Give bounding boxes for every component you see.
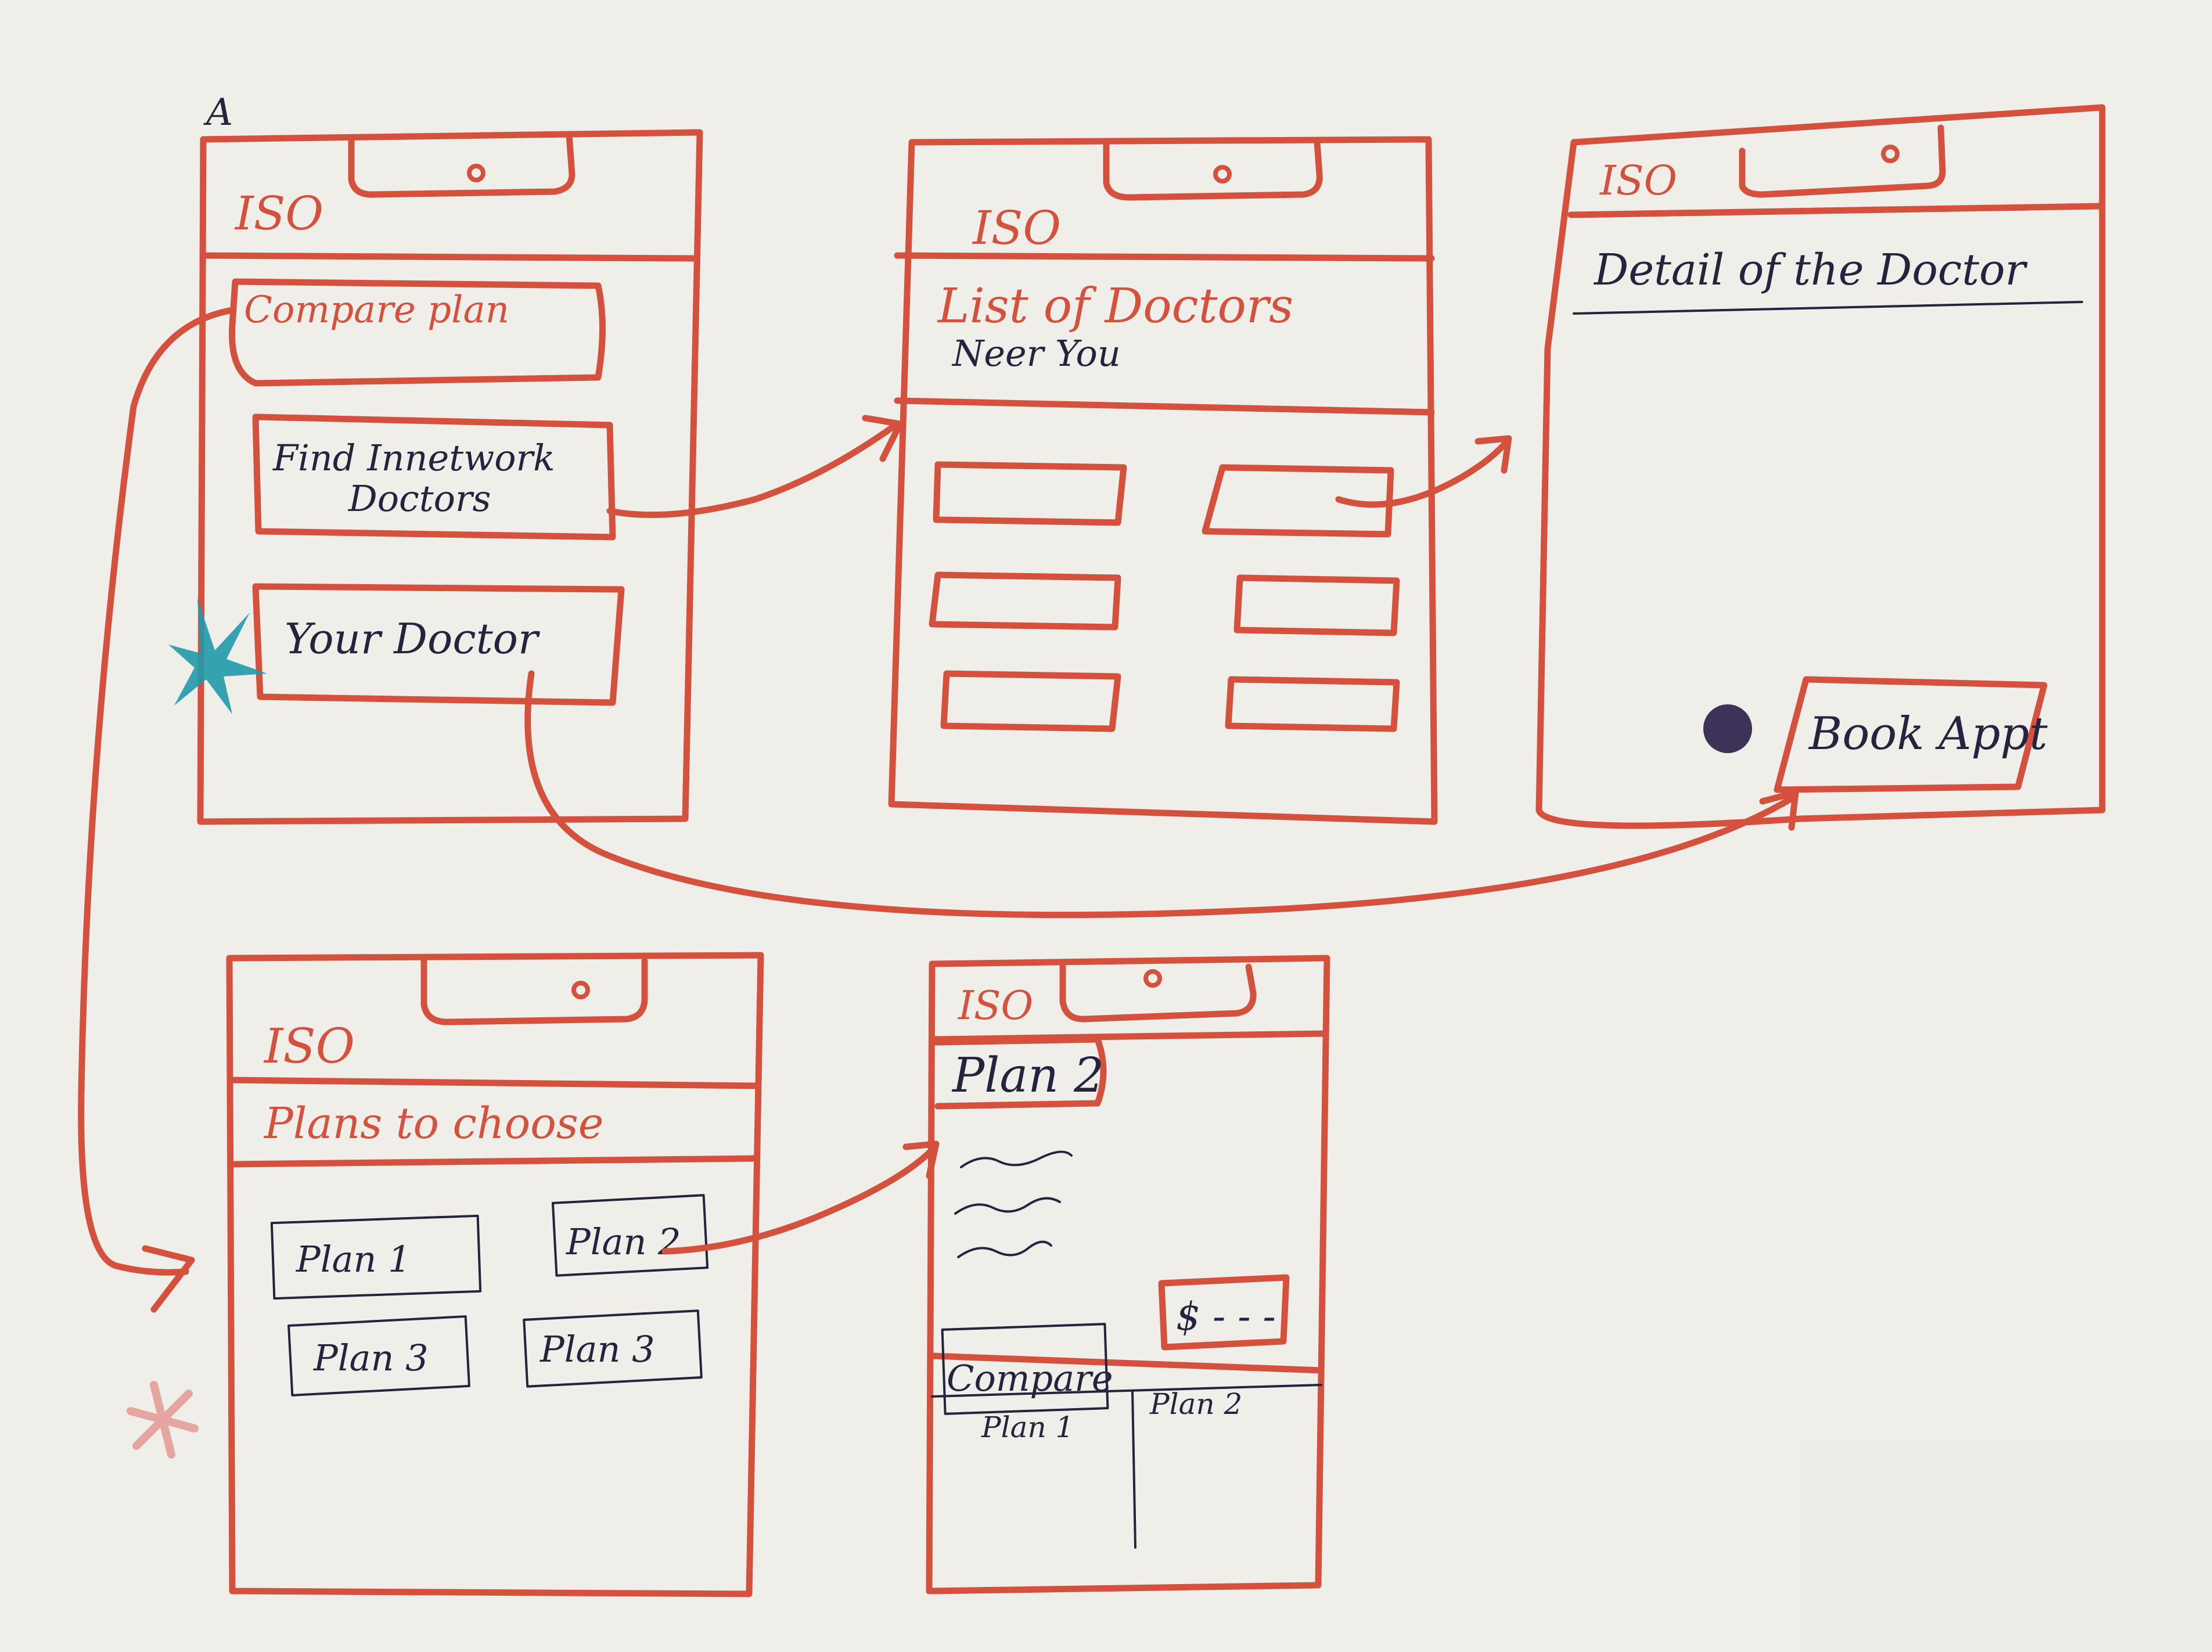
flow-arrow-icon	[524, 670, 1795, 919]
screen-home: ISO Compare plan Find Innetwork Doctors …	[197, 129, 703, 825]
compare-table-header	[931, 1384, 1322, 1398]
home-header-divider	[200, 252, 697, 262]
your-doctor-button[interactable]	[252, 583, 625, 706]
doctor-card-slot[interactable]	[1225, 676, 1400, 732]
plan2-logo: ISO	[957, 983, 1033, 1029]
find-doctors-label-line2: Doctors	[348, 477, 491, 520]
book-appt-button[interactable]	[1774, 676, 2048, 793]
home-phone-frame	[197, 129, 703, 825]
flow-arrow-head	[862, 415, 904, 462]
doctor-card-slot[interactable]	[933, 461, 1127, 526]
camera-notch-icon	[1059, 963, 1257, 1023]
camera-lens-icon	[467, 164, 485, 182]
paper-corner-shadow	[1800, 1440, 2212, 1652]
detail-title: Detail of the Doctor	[1593, 245, 2028, 295]
doctors-title: List of Doctors	[937, 279, 1293, 334]
camera-lens-icon	[1213, 165, 1232, 183]
plan-card[interactable]	[270, 1214, 482, 1300]
flow-arrow-head	[142, 1245, 195, 1313]
detail-squiggle	[957, 1240, 1052, 1258]
plan-card[interactable]	[551, 1194, 709, 1277]
detail-phone-frame	[1535, 104, 2106, 829]
price-box	[1158, 1274, 1290, 1351]
plan2-title: Plan 2	[951, 1048, 1104, 1103]
plan-card-label: Plan 3	[313, 1337, 429, 1379]
find-doctors-label-line1: Find Innetwork	[272, 437, 555, 479]
compare-col1: Plan 1	[981, 1410, 1074, 1444]
screen-plans: ISO Plans to choose Plan 1 Plan 2 Plan 3…	[226, 952, 764, 1597]
screen-plan2: ISO Plan 2 $ - - - Compare Plan 1 Plan 2	[926, 955, 1330, 1595]
doctors-phone-frame	[888, 136, 1438, 825]
plan2-title-box	[931, 1036, 1107, 1110]
plans-title: Plans to choose	[263, 1099, 604, 1149]
doctors-title-divider	[894, 397, 1435, 416]
detail-title-underline	[1573, 301, 2083, 315]
plan-card-label: Plan 3	[539, 1328, 655, 1370]
plans-header-divider	[229, 1077, 761, 1089]
flow-arrow-head	[1474, 435, 1512, 474]
book-appt-label: Book Appt	[1808, 708, 2048, 760]
camera-notch-icon	[1103, 139, 1323, 201]
compare-divider	[929, 1352, 1325, 1374]
compare-col2: Plan 2	[1149, 1387, 1242, 1421]
doctor-card-slot[interactable]	[1233, 574, 1400, 636]
compare-plan-label: Compare plan	[244, 289, 509, 332]
compare-table-column-divider	[1131, 1390, 1136, 1549]
detail-squiggle	[954, 1197, 1061, 1215]
doctors-header-divider	[894, 252, 1435, 262]
plan2-phone-frame	[926, 955, 1330, 1595]
screen-doctors: ISO List of Doctors Neer You	[888, 136, 1438, 825]
camera-notch-icon	[1739, 124, 1946, 198]
screen-detail: ISO Detail of the Doctor Book Appt	[1535, 104, 2106, 829]
flow-arrow-icon	[606, 420, 901, 519]
teal-star-icon	[168, 598, 267, 714]
flow-arrow-head	[1759, 789, 1799, 831]
plan-card-label: Plan 2	[566, 1221, 681, 1263]
price-value: $ - - -	[1176, 1294, 1276, 1339]
compare-button[interactable]	[941, 1323, 1109, 1415]
pink-star-icon	[127, 1381, 199, 1459]
camera-lens-icon	[571, 981, 590, 999]
home-logo: ISO	[234, 186, 323, 240]
flow-arrow-icon	[661, 1143, 938, 1255]
camera-notch-icon	[348, 131, 576, 198]
doctor-card-slot[interactable]	[1202, 464, 1394, 538]
flow-arrow-icon	[1335, 438, 1510, 508]
plan-card[interactable]	[287, 1315, 470, 1397]
your-doctor-label: Your Doctor	[285, 614, 540, 663]
corner-mark: A	[203, 91, 233, 134]
doctors-logo: ISO	[972, 201, 1061, 255]
detail-logo: ISO	[1599, 157, 1677, 204]
plan-card[interactable]	[523, 1309, 703, 1388]
flow-arrow-head	[902, 1140, 940, 1179]
doctors-subtitle: Neer You	[951, 332, 1121, 375]
detail-header-divider	[1567, 203, 2103, 218]
camera-lens-icon	[1143, 969, 1162, 988]
plan-card-label: Plan 1	[296, 1238, 411, 1280]
compare-plan-button[interactable]	[229, 278, 606, 387]
plans-phone-frame	[226, 952, 764, 1597]
flow-arrow-icon	[78, 307, 233, 1276]
plans-title-divider	[229, 1155, 758, 1168]
purple-dot-icon	[1703, 704, 1752, 753]
find-doctors-button[interactable]	[252, 413, 616, 541]
plans-logo: ISO	[263, 1019, 355, 1074]
detail-squiggle	[960, 1150, 1073, 1168]
doctor-card-slot[interactable]	[940, 670, 1121, 732]
camera-lens-icon	[1881, 145, 1900, 163]
flow-arrows	[78, 307, 1799, 1313]
doctor-card-slot[interactable]	[929, 571, 1121, 631]
camera-notch-icon	[420, 958, 648, 1025]
